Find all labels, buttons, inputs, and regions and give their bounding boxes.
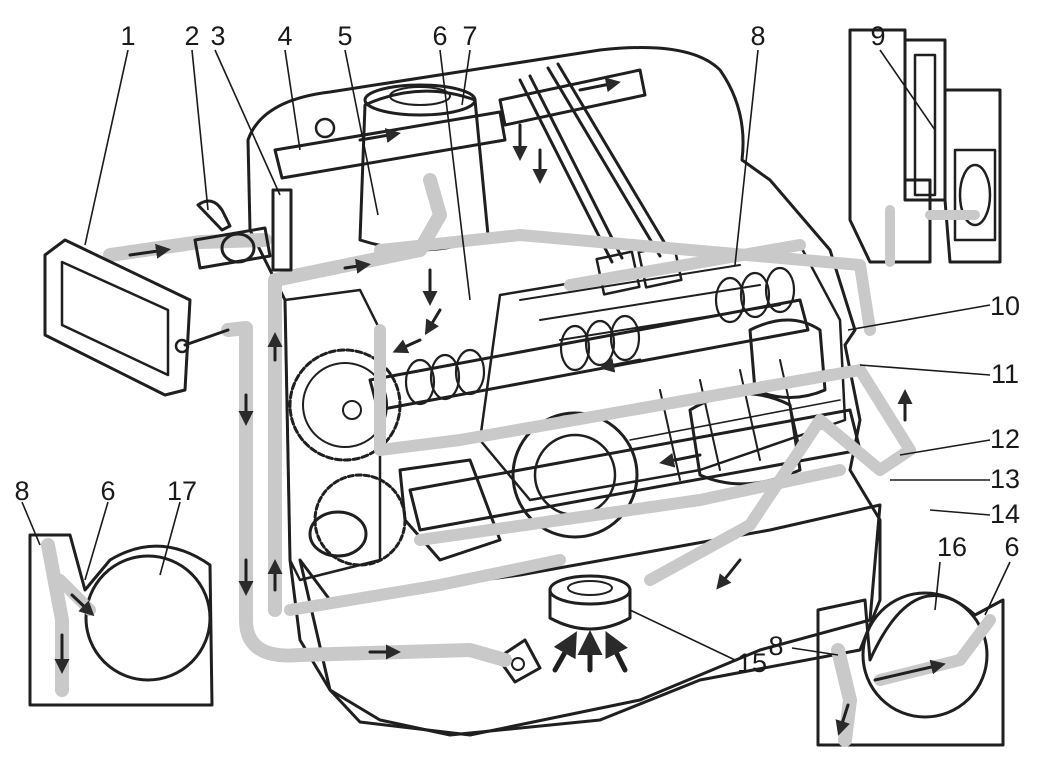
- injector-inset: [848, 28, 1002, 267]
- drain-fitting: [496, 638, 542, 684]
- pushrods: [518, 62, 683, 296]
- oil-pickup: [548, 574, 632, 673]
- inset-left-label-6: 6: [100, 476, 115, 506]
- callout-12: 12: [990, 424, 1020, 454]
- callout-4: 4: [277, 21, 292, 51]
- callout-3: 3: [210, 21, 225, 51]
- oil-circuit: [103, 173, 916, 667]
- callout-14: 14: [990, 499, 1020, 529]
- oil-flow-arrow: [358, 128, 401, 143]
- flow-arrows: [128, 77, 913, 660]
- oil-flow-arrow: [659, 452, 702, 468]
- timing-gears: [288, 348, 502, 567]
- rocker-shaft-pipe: [273, 68, 647, 180]
- callout-labels: 1 2 3 4 5 6 7 8 9 10 11 12 13 14 15 16 1…: [14, 21, 1020, 678]
- callout-2: 2: [184, 21, 199, 51]
- inset-left-label-8: 8: [14, 476, 29, 506]
- oil-flow-arrow: [599, 357, 642, 373]
- callout-5: 5: [337, 21, 352, 51]
- bearing-inset-left: [28, 533, 214, 707]
- callout-15: 15: [737, 648, 767, 678]
- inset-right-label-8: 8: [768, 631, 783, 661]
- bearing-inset-right: [816, 591, 1005, 747]
- callout-9: 9: [870, 21, 885, 51]
- oil-flow-arrow: [343, 258, 371, 274]
- leader-lines: [21, 49, 1011, 661]
- callout-11: 11: [991, 359, 1019, 389]
- callout-1: 1: [120, 21, 135, 51]
- callout-17: 17: [167, 476, 197, 506]
- engine-block: [246, 46, 882, 737]
- oil-cooler: [43, 238, 230, 397]
- oil-flow-arrow: [552, 631, 577, 673]
- oil-flow-arrow: [716, 558, 742, 590]
- oil-flow-arrow: [605, 631, 628, 673]
- oil-flow-arrow: [392, 338, 422, 354]
- oil-flow-arrow: [128, 243, 171, 259]
- callout-10: 10: [990, 291, 1020, 321]
- valve-cover: [246, 46, 882, 737]
- pressure-regulator: [271, 188, 293, 272]
- callout-7: 7: [462, 21, 477, 51]
- oil-flow-arrow: [424, 308, 442, 336]
- callout-8: 8: [750, 21, 765, 51]
- callout-13: 13: [990, 464, 1020, 494]
- callout-6: 6: [432, 21, 447, 51]
- oil-pan: [298, 503, 882, 737]
- callout-16: 16: [937, 532, 967, 562]
- cooler-valve: [193, 199, 272, 270]
- oil-flow-arrow: [578, 77, 621, 93]
- oil-filter: [358, 83, 490, 252]
- inset-right-label-6: 6: [1004, 532, 1019, 562]
